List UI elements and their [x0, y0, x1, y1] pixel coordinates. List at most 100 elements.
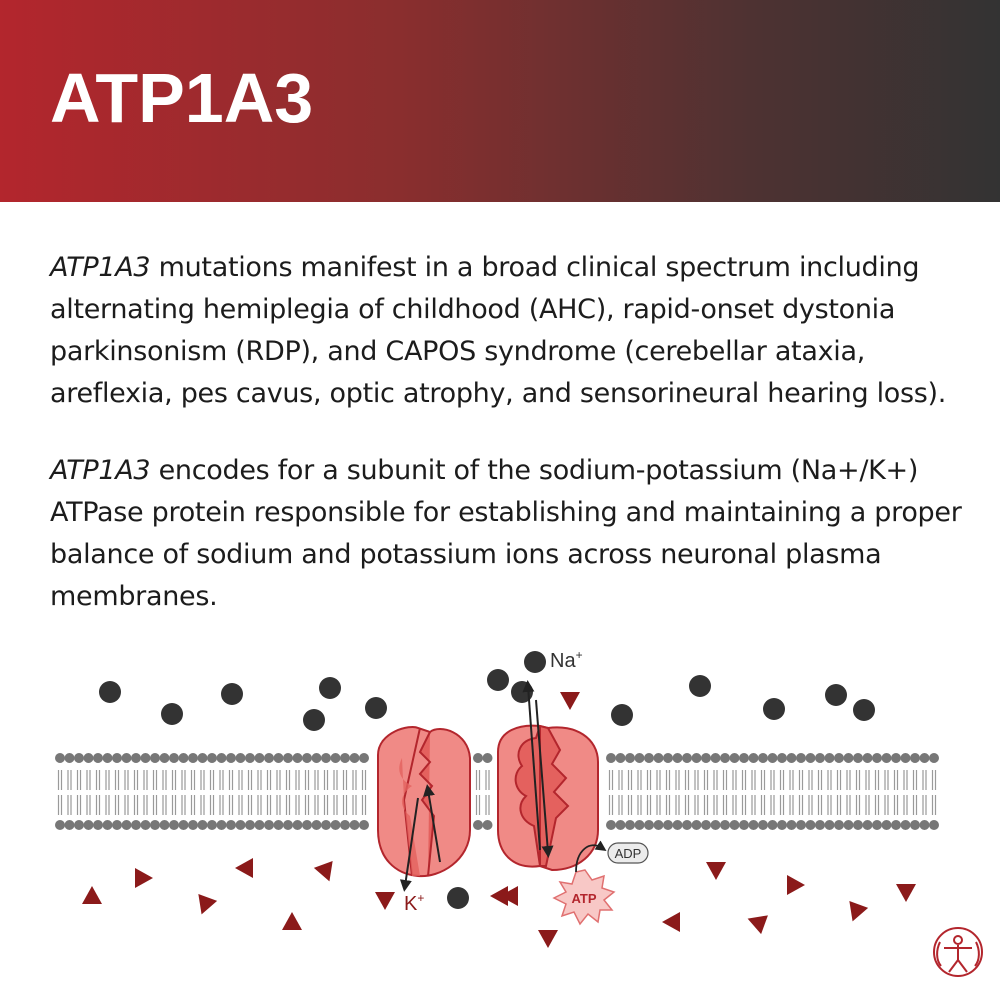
- lipid-head: [767, 753, 778, 763]
- potassium-ion: [375, 892, 395, 910]
- lipid-head: [102, 753, 113, 763]
- lipid-head: [834, 820, 844, 830]
- lipid-head: [112, 820, 122, 830]
- lipid-head: [349, 753, 360, 763]
- lipid-head: [273, 820, 284, 830]
- potassium-ion: [560, 692, 580, 710]
- lipid-head: [758, 753, 768, 763]
- atp-burst: [552, 869, 616, 926]
- gene-name: ATP1A3: [50, 455, 151, 486]
- description-paragraph-1: ATP1A3 mutations manifest in a broad cli…: [50, 247, 965, 415]
- potassium-ion: [82, 886, 102, 904]
- lipid-head: [710, 820, 721, 830]
- potassium-ion: [490, 886, 508, 906]
- lipid-head: [672, 820, 683, 830]
- potassium-ion: [500, 886, 518, 906]
- lipid-head: [891, 820, 901, 830]
- sodium-ion: [319, 677, 341, 699]
- lipid-head: [672, 753, 683, 763]
- lipid-head: [815, 820, 825, 830]
- lipid-head: [245, 753, 255, 763]
- lipid-head: [634, 753, 645, 763]
- lipid-head: [720, 753, 730, 763]
- potassium-ion: [538, 930, 558, 948]
- atp-hydrolysis: ATP ADP: [552, 840, 649, 926]
- lipid-head: [843, 753, 854, 763]
- lipid-head: [615, 820, 626, 830]
- lipid-head: [340, 753, 350, 763]
- lipid-head: [140, 753, 151, 763]
- lipid-head: [710, 753, 721, 763]
- lipid-head: [653, 753, 664, 763]
- lipid-head: [121, 820, 132, 830]
- lipid-head: [340, 820, 350, 830]
- lipid-head: [786, 820, 797, 830]
- lipid-head: [131, 753, 141, 763]
- lipid-head: [473, 753, 483, 763]
- lipid-head: [235, 820, 246, 830]
- lipid-head: [283, 753, 293, 763]
- lipid-head: [729, 820, 740, 830]
- lipid-head: [625, 820, 635, 830]
- lipid-head: [102, 820, 113, 830]
- lipid-head: [264, 753, 274, 763]
- potassium-ion: [282, 912, 302, 930]
- gene-name: ATP1A3: [50, 252, 151, 283]
- sodium-ion: [161, 703, 183, 725]
- lipid-head: [910, 753, 920, 763]
- lipid-head: [64, 820, 75, 830]
- sodium-ion: [221, 683, 243, 705]
- sodium-label: Na+: [550, 648, 583, 672]
- sodium-potassium-pump-diagram: ATP ADP Na+ K+: [55, 648, 983, 977]
- potassium-ion: [747, 915, 768, 935]
- lipid-head: [55, 753, 65, 763]
- sodium-ion: [853, 699, 875, 721]
- pump-right: [497, 680, 599, 872]
- potassium-ion: [313, 861, 333, 882]
- potassium-arrow-in: [423, 784, 441, 863]
- adp-label: ADP: [615, 846, 642, 861]
- potassium-ions: [82, 692, 916, 948]
- sodium-ion: [365, 697, 387, 719]
- lipid-head: [169, 753, 179, 763]
- lipid-head: [881, 820, 892, 830]
- paragraph-text: encodes for a subunit of the sodium-pota…: [50, 455, 962, 612]
- potassium-ion: [706, 862, 726, 880]
- lipid-head: [178, 820, 189, 830]
- adp-badge: [607, 842, 649, 864]
- lipid-head: [321, 820, 331, 830]
- lipid-head: [207, 820, 217, 830]
- lipid-head: [235, 753, 246, 763]
- sodium-ion: [524, 651, 546, 673]
- sodium-ion: [303, 709, 325, 731]
- lipid-head: [853, 820, 863, 830]
- lipid-head: [805, 753, 816, 763]
- lipid-head: [644, 820, 654, 830]
- sodium-arrow-in: [535, 699, 554, 858]
- lipid-head: [739, 820, 749, 830]
- lipid-head: [824, 820, 835, 830]
- lipid-head: [359, 753, 369, 763]
- lipid-head: [824, 753, 835, 763]
- lipid-head: [245, 820, 255, 830]
- potassium-ion: [662, 912, 680, 932]
- lipid-head: [311, 753, 322, 763]
- lipid-head: [112, 753, 122, 763]
- sodium-ion: [763, 698, 785, 720]
- lipid-head: [606, 820, 616, 830]
- lipid-head: [330, 820, 341, 830]
- lipid-head: [682, 753, 692, 763]
- sodium-ion: [825, 684, 847, 706]
- paragraph-text: mutations manifest in a broad clinical s…: [50, 252, 947, 409]
- lipid-head: [739, 753, 749, 763]
- lipid-head: [150, 820, 160, 830]
- lipid-head: [900, 753, 911, 763]
- sodium-ion: [99, 681, 121, 703]
- lipid-head: [349, 820, 360, 830]
- lipid-head: [701, 753, 711, 763]
- lipid-head: [663, 820, 673, 830]
- lipid-head: [805, 820, 816, 830]
- potassium-ion: [849, 901, 869, 922]
- atp-label: ATP: [571, 891, 596, 906]
- lipid-head: [786, 753, 797, 763]
